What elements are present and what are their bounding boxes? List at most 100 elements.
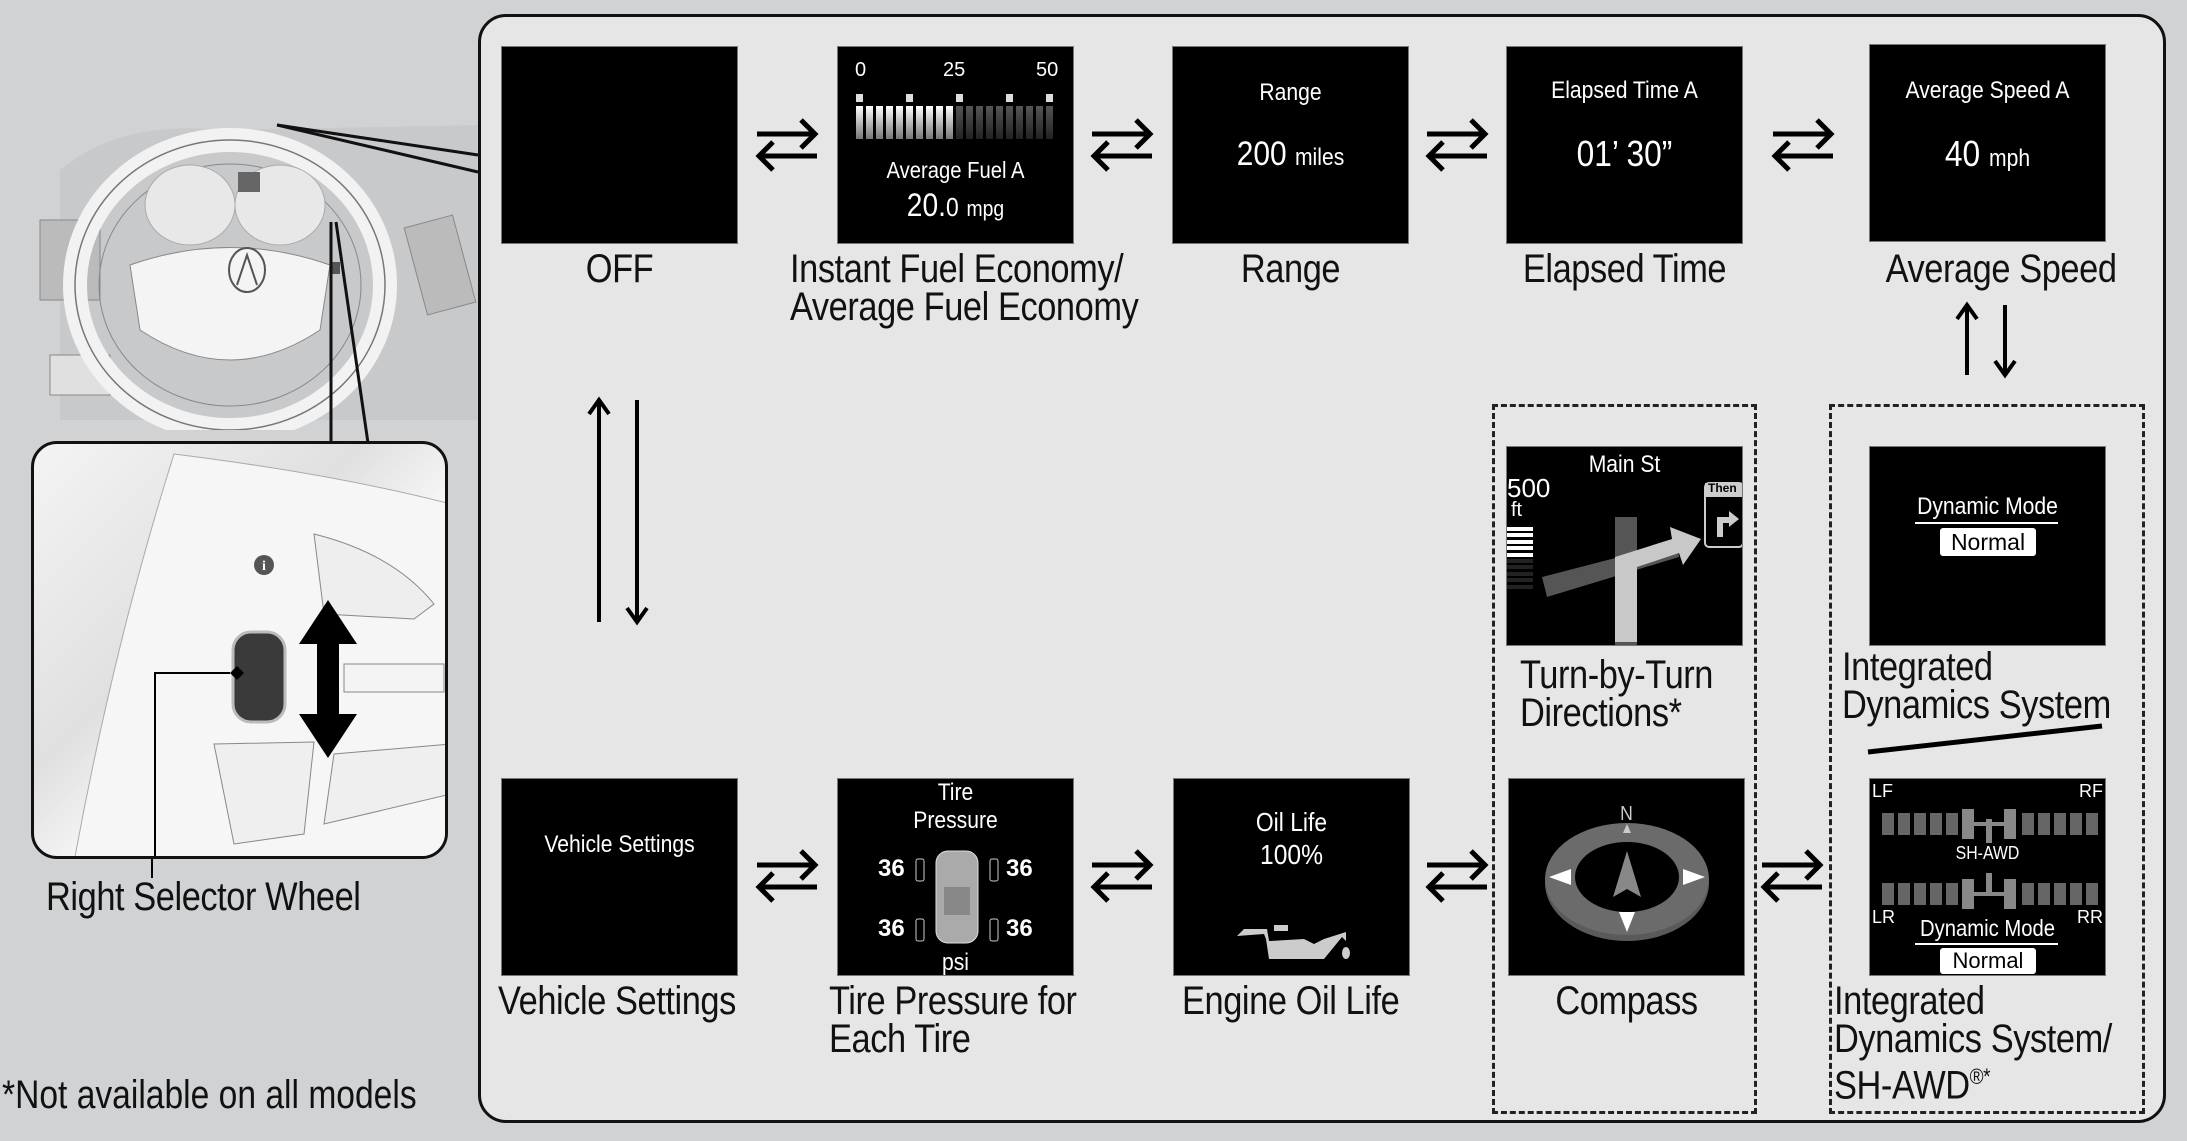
fuel-bar <box>966 106 973 139</box>
nav-distance-unit: ft <box>1511 499 1523 521</box>
fuel-screen-title: Average Fuel A <box>886 157 1025 183</box>
fuel-bar <box>1006 106 1013 139</box>
fuel-bar <box>886 106 893 139</box>
fuel-bar <box>1036 106 1043 139</box>
caption-fuel-line-1: Instant Fuel Economy/ <box>790 247 1124 291</box>
oil-life-value: 100% <box>1259 839 1324 870</box>
nav-distance-bars <box>1507 527 1533 591</box>
tire-title-line-1: Tire <box>937 779 974 806</box>
nav-distance-bar <box>1507 539 1533 544</box>
caption-ids-line-1: Integrated <box>1842 645 1993 689</box>
footnote: *Not available on all models <box>2 1073 417 1117</box>
range-value: 200 <box>1236 135 1287 173</box>
caption-off: OFF <box>585 247 654 291</box>
dynamics-group <box>1829 404 2145 1114</box>
nav-distance-bar <box>1507 552 1533 557</box>
corner-rf: RF <box>2079 781 2103 801</box>
screen-range[interactable]: Range 200 miles <box>1172 46 1409 244</box>
nav-distance: 500 <box>1507 473 1551 503</box>
screen-sh-awd[interactable]: LF RF LR RR SH-AWD Dynamic Mode Normal <box>1869 778 2106 976</box>
screen-integrated-dynamics[interactable]: Dynamic Mode Normal <box>1869 446 2106 646</box>
awd-divider <box>1915 943 2058 945</box>
selector-wheel[interactable] <box>231 630 287 724</box>
range-screen-title: Range <box>1259 79 1322 106</box>
nav-distance-bar <box>1507 571 1533 576</box>
fuel-screen-value: 20.0 mpg <box>852 187 1059 224</box>
fuel-bar <box>866 106 873 139</box>
oil-life-title: Oil Life <box>1255 807 1328 837</box>
fuel-bar <box>926 106 933 139</box>
vehicle-settings-title: Vehicle Settings <box>544 831 695 858</box>
tire-rl-icon <box>915 918 925 942</box>
fuel-scale-tick-0: 0 <box>855 59 867 81</box>
fuel-scale-tick-25: 25 <box>943 59 966 81</box>
ids-divider <box>1915 522 2058 524</box>
fuel-bar <box>946 106 953 139</box>
tire-front-left: 36 <box>878 855 905 882</box>
fuel-scale-tick-50: 50 <box>1036 59 1059 81</box>
awd-mode-label: Dynamic Mode <box>1920 915 2055 941</box>
corner-lr: LR <box>1872 907 1896 927</box>
screen-tire-pressure[interactable]: Tire Pressure 36 36 36 36 psi <box>837 778 1074 976</box>
caption-awd-suffix: ®* <box>1969 1064 1991 1089</box>
car-topview-icon <box>915 850 999 944</box>
caption-ids-line-2: Dynamics System <box>1842 683 2111 727</box>
caption-sh-awd: Integrated Dynamics System/ SH-AWD®* <box>1834 979 2112 1108</box>
fuel-bar <box>896 106 903 139</box>
avgspeed-screen-value: 40 mph <box>1884 133 2091 175</box>
screen-average-speed[interactable]: Average Speed A 40 mph <box>1869 44 2106 242</box>
range-unit: miles <box>1294 144 1345 171</box>
screen-fuel-economy[interactable]: 0 25 50 Average Fuel A 20.0 mpg <box>837 46 1074 244</box>
nav-distance-bar <box>1507 546 1533 551</box>
caption-awd-line-3-text: SH-AWD <box>1834 1063 1970 1108</box>
selector-wheel-inset: i <box>31 441 448 859</box>
caption-compass: Compass <box>1555 979 1698 1023</box>
mid-display-marker <box>238 172 260 192</box>
oil-can-icon <box>1237 925 1350 959</box>
caption-fuel-line-2: Average Fuel Economy <box>790 285 1139 329</box>
nav-distance-bar <box>1507 559 1533 563</box>
fuel-value-main: 20. <box>906 187 946 223</box>
screen-vehicle-settings[interactable]: Vehicle Settings <box>501 778 738 976</box>
fuel-bar <box>1016 106 1023 139</box>
fuel-bar <box>856 106 863 139</box>
awd-center-label: SH-AWD <box>1955 843 2020 863</box>
caption-fuel-economy: Instant Fuel Economy/ Average Fuel Econo… <box>790 247 1139 329</box>
caption-vehicle-settings: Vehicle Settings <box>498 979 736 1023</box>
caption-oil-life: Engine Oil Life <box>1182 979 1400 1023</box>
fuel-bar <box>986 106 993 139</box>
fuel-bar <box>1026 106 1033 139</box>
nav-street-name: Main St <box>1588 451 1661 478</box>
fuel-tick-marker <box>1006 94 1013 102</box>
nav-then-label: Then <box>1708 481 1737 495</box>
caption-awd-line-1: Integrated <box>1834 979 1985 1023</box>
avgspeed-value: 40 <box>1944 133 1981 174</box>
screen-elapsed-time[interactable]: Elapsed Time A 01’ 30” <box>1506 46 1743 244</box>
ids-mode-label: Dynamic Mode <box>1917 493 2058 520</box>
tire-rr-icon <box>989 918 999 942</box>
nav-distance-bar <box>1507 578 1533 583</box>
compass-north: N <box>1620 803 1633 825</box>
caption-range: Range <box>1240 247 1341 291</box>
switch-cluster-drawing: i <box>74 453 445 856</box>
tire-title-line-2: Pressure <box>913 807 998 834</box>
caption-average-speed: Average Speed <box>1885 247 2117 291</box>
screen-compass[interactable]: N <box>1508 778 1745 976</box>
or-slash-divider <box>1867 723 2103 755</box>
nav-distance-bar <box>1507 565 1533 570</box>
fuel-tick-marker <box>956 94 963 102</box>
fuel-bar <box>956 106 963 139</box>
caption-awd-line-3: SH-AWD®* <box>1834 1058 2112 1108</box>
avgspeed-unit: mph <box>1988 145 2031 172</box>
caption-awd-line-2: Dynamics System/ <box>1834 1017 2112 1061</box>
screen-off[interactable] <box>501 46 738 244</box>
caption-tire-pressure: Tire Pressure for Each Tire <box>829 981 1077 1059</box>
caption-nav-line-1: Turn-by-Turn <box>1520 653 1714 697</box>
fuel-bar <box>906 106 913 139</box>
screen-oil-life[interactable]: Oil Life 100% <box>1173 778 1410 976</box>
screen-turn-by-turn[interactable]: Main St 500 ft Then <box>1506 446 1743 646</box>
svg-text:i: i <box>262 559 266 574</box>
fuel-bar <box>936 106 943 139</box>
fuel-tick-marker <box>906 94 913 102</box>
